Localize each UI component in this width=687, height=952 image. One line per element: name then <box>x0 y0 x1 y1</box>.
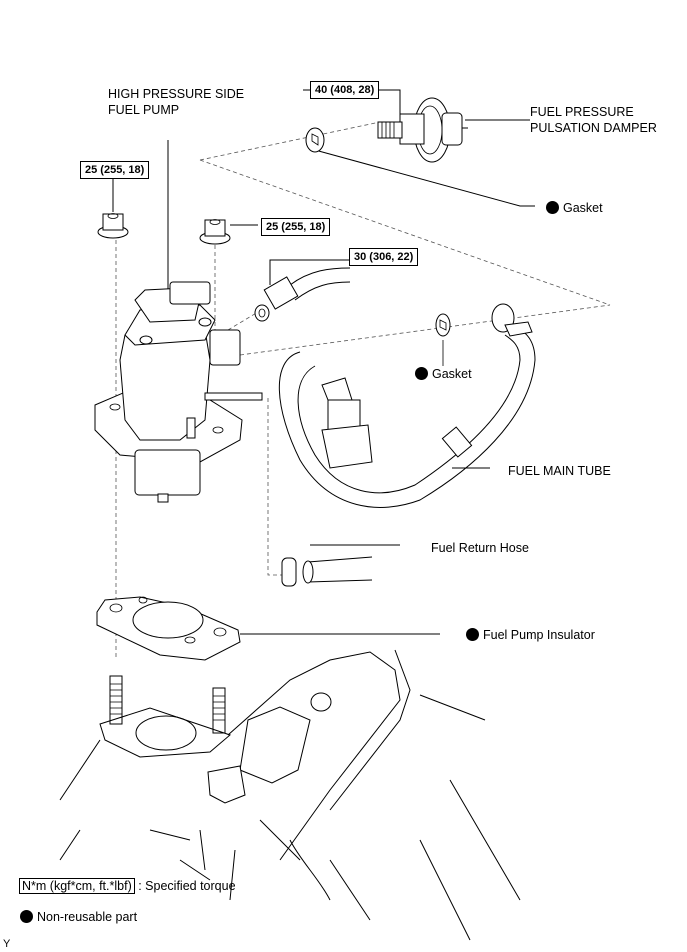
label-fuel-pump-insulator: Fuel Pump Insulator <box>466 627 595 643</box>
gasket-2-drawing <box>435 313 451 337</box>
label-line-2: PULSATION DAMPER <box>530 121 657 135</box>
flange-nut-right-drawing <box>199 219 231 245</box>
fuel-pipe-union-drawing <box>254 267 351 322</box>
label-fuel-pressure-pulsation-damper: FUEL PRESSURE PULSATION DAMPER <box>530 104 657 136</box>
legend-non-reusable: Non-reusable part <box>20 909 137 925</box>
label-text: Fuel Pump Insulator <box>483 628 595 642</box>
label-line-2: FUEL PUMP <box>108 103 180 117</box>
torque-spec-pipe-union: 30 (306, 22) <box>349 248 419 266</box>
cylinder-head-drawing <box>59 649 521 941</box>
fuel-pressure-pulsation-damper-drawing <box>377 97 468 163</box>
torque-spec-nut-right: 25 (255, 18) <box>261 218 331 236</box>
label-high-pressure-fuel-pump: HIGH PRESSURE SIDE FUEL PUMP <box>108 86 244 118</box>
label-fuel-main-tube: FUEL MAIN TUBE <box>508 464 611 478</box>
non-reusable-icon <box>466 628 479 641</box>
label-gasket-1: Gasket <box>546 200 603 216</box>
non-reusable-icon <box>415 367 428 380</box>
legend-torque: N*m (kgf*cm, ft.*lbf) : Specified torque <box>19 878 236 894</box>
high-pressure-fuel-pump-drawing <box>94 281 263 503</box>
fuel-pump-insulator-drawing <box>96 596 241 661</box>
label-text: Gasket <box>432 367 472 381</box>
torque-spec-nut-left: 25 (255, 18) <box>80 161 150 179</box>
label-line-1: HIGH PRESSURE SIDE <box>108 87 245 101</box>
non-reusable-icon <box>546 201 559 214</box>
flange-nut-left-drawing <box>97 213 129 239</box>
label-text: Gasket <box>563 201 603 215</box>
label-line-1: FUEL PRESSURE <box>530 105 634 119</box>
corner-code: Y <box>3 938 11 950</box>
label-gasket-2: Gasket <box>415 366 472 382</box>
fuel-main-tube-drawing <box>278 303 536 508</box>
label-fuel-return-hose: Fuel Return Hose <box>431 541 529 555</box>
fuel-return-hose-drawing <box>281 556 373 587</box>
non-reusable-icon <box>20 910 33 923</box>
legend-non-reusable-desc: Non-reusable part <box>37 910 138 924</box>
legend-torque-desc: : Specified torque <box>138 879 236 893</box>
leader-lines <box>112 89 535 635</box>
gasket-1-drawing <box>305 127 325 153</box>
torque-spec-damper: 40 (408, 28) <box>310 81 380 99</box>
legend-torque-unit: N*m (kgf*cm, ft.*lbf) <box>19 878 135 894</box>
